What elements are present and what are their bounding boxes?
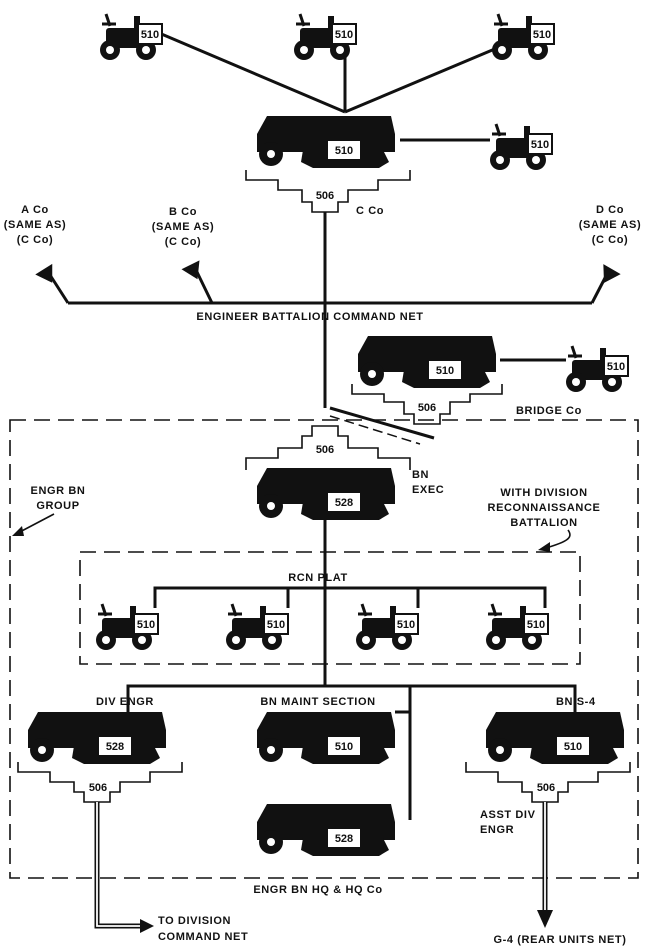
asst-div-engr-label: ASST DIV	[480, 809, 536, 821]
control-bracket	[351, 384, 503, 425]
b-co-label: (SAME AS)	[152, 221, 214, 233]
engr-bn-group-label: GROUP	[36, 500, 79, 512]
radio-set-label: 506	[89, 782, 107, 794]
with-division-label: RECONNAISSANCE	[488, 502, 601, 514]
halftrack-icon: 528	[27, 711, 167, 765]
jeep-icon: 510	[484, 602, 550, 652]
engr-bn-group-label: ENGR BN	[31, 485, 86, 497]
battalion-command-net: A Co (SAME AS) (C Co) B Co (SAME AS) (C …	[4, 204, 641, 408]
halftrack-icon: 510	[256, 115, 396, 169]
radio-set-label: 510	[397, 619, 415, 631]
with-division-label: WITH DIVISION	[500, 487, 587, 499]
bn-maint-section-label: BN MAINT SECTION	[260, 696, 375, 708]
jeep-icon: 510	[564, 344, 630, 394]
jeep-icon: 510	[224, 602, 290, 652]
jeep-icon: 510	[488, 122, 554, 172]
jeep-icon: 510	[490, 12, 556, 62]
g4-rear-label: G-4 (REAR UNITS NET)	[494, 934, 627, 946]
halftrack-icon: 510	[256, 711, 396, 765]
radio-set-label: 506	[316, 444, 334, 456]
bn-s4-label: BN S-4	[556, 696, 596, 708]
halftrack-icon: 510	[485, 711, 625, 765]
bn-exec-label: EXEC	[412, 484, 444, 496]
hq-net: DIV ENGR BN MAINT SECTION BN S-4 528 510…	[17, 520, 631, 896]
bn-exec-net: 506 528 BN EXEC WITH DIVISION RECONNAISS…	[245, 425, 601, 552]
control-bracket	[245, 425, 411, 470]
engr-bn-group-boundary	[9, 419, 639, 879]
d-co-label: (C Co)	[592, 234, 629, 246]
radio-set-label: 506	[418, 402, 436, 414]
rcn-plat-label: RCN PLAT	[288, 572, 348, 584]
jeep-icon: 510	[292, 12, 358, 62]
external-nets: TO DIVISION COMMAND NET G-4 (REAR UNITS …	[94, 802, 627, 946]
engr-bn-hq-label: ENGR BN HQ & HQ Co	[253, 884, 382, 896]
radio-set-label: 510	[564, 741, 582, 753]
radio-set-label: 510	[335, 29, 353, 41]
bridge-co-net: 510 510 506 BRIDGE Co	[329, 335, 630, 445]
radio-set-label: 510	[436, 365, 454, 377]
rcn-plat-boundary	[79, 551, 581, 665]
radio-set-label: 510	[335, 145, 353, 157]
radio-set-label: 510	[533, 29, 551, 41]
d-co-label: (SAME AS)	[579, 219, 641, 231]
radio-set-label: 528	[335, 497, 353, 509]
with-division-label: BATTALION	[510, 517, 577, 529]
radio-set-label: 510	[141, 29, 159, 41]
radio-set-label: 510	[267, 619, 285, 631]
radio-set-label: 528	[106, 741, 124, 753]
to-division-label: TO DIVISION	[158, 915, 231, 927]
bridge-co-label: BRIDGE Co	[516, 405, 582, 417]
bn-exec-label: BN	[412, 469, 429, 481]
halftrack-icon: 510	[357, 335, 497, 389]
radio-set-label: 528	[335, 833, 353, 845]
b-co-label: (C Co)	[165, 236, 202, 248]
d-co-label: D Co	[596, 204, 624, 216]
jeep-icon: 510	[94, 602, 160, 652]
radio-set-label: 510	[335, 741, 353, 753]
radio-set-label: 506	[316, 190, 334, 202]
radio-set-label: 510	[607, 361, 625, 373]
radio-set-label: 506	[537, 782, 555, 794]
command-net-label: ENGINEER BATTALION COMMAND NET	[196, 311, 423, 323]
jeep-icon: 510	[98, 12, 164, 62]
radio-set-label: 510	[527, 619, 545, 631]
a-co-label: (SAME AS)	[4, 219, 66, 231]
rcn-plat-net: RCN PLAT 510 510 510 510	[94, 572, 550, 652]
radio-set-label: 510	[137, 619, 155, 631]
a-co-label: A Co	[21, 204, 49, 216]
jeep-icon: 510	[354, 602, 420, 652]
asst-div-engr-label: ENGR	[480, 824, 514, 836]
div-engr-label: DIV ENGR	[96, 696, 154, 708]
to-division-label: COMMAND NET	[158, 931, 248, 943]
a-co-label: (C Co)	[17, 234, 54, 246]
c-co-net: 510 510 510 510 510 506 C Co	[98, 12, 556, 217]
c-co-label: C Co	[356, 205, 384, 217]
halftrack-icon: 528	[256, 467, 396, 521]
halftrack-icon: 528	[256, 803, 396, 857]
radio-set-label: 510	[531, 139, 549, 151]
b-co-label: B Co	[169, 206, 197, 218]
